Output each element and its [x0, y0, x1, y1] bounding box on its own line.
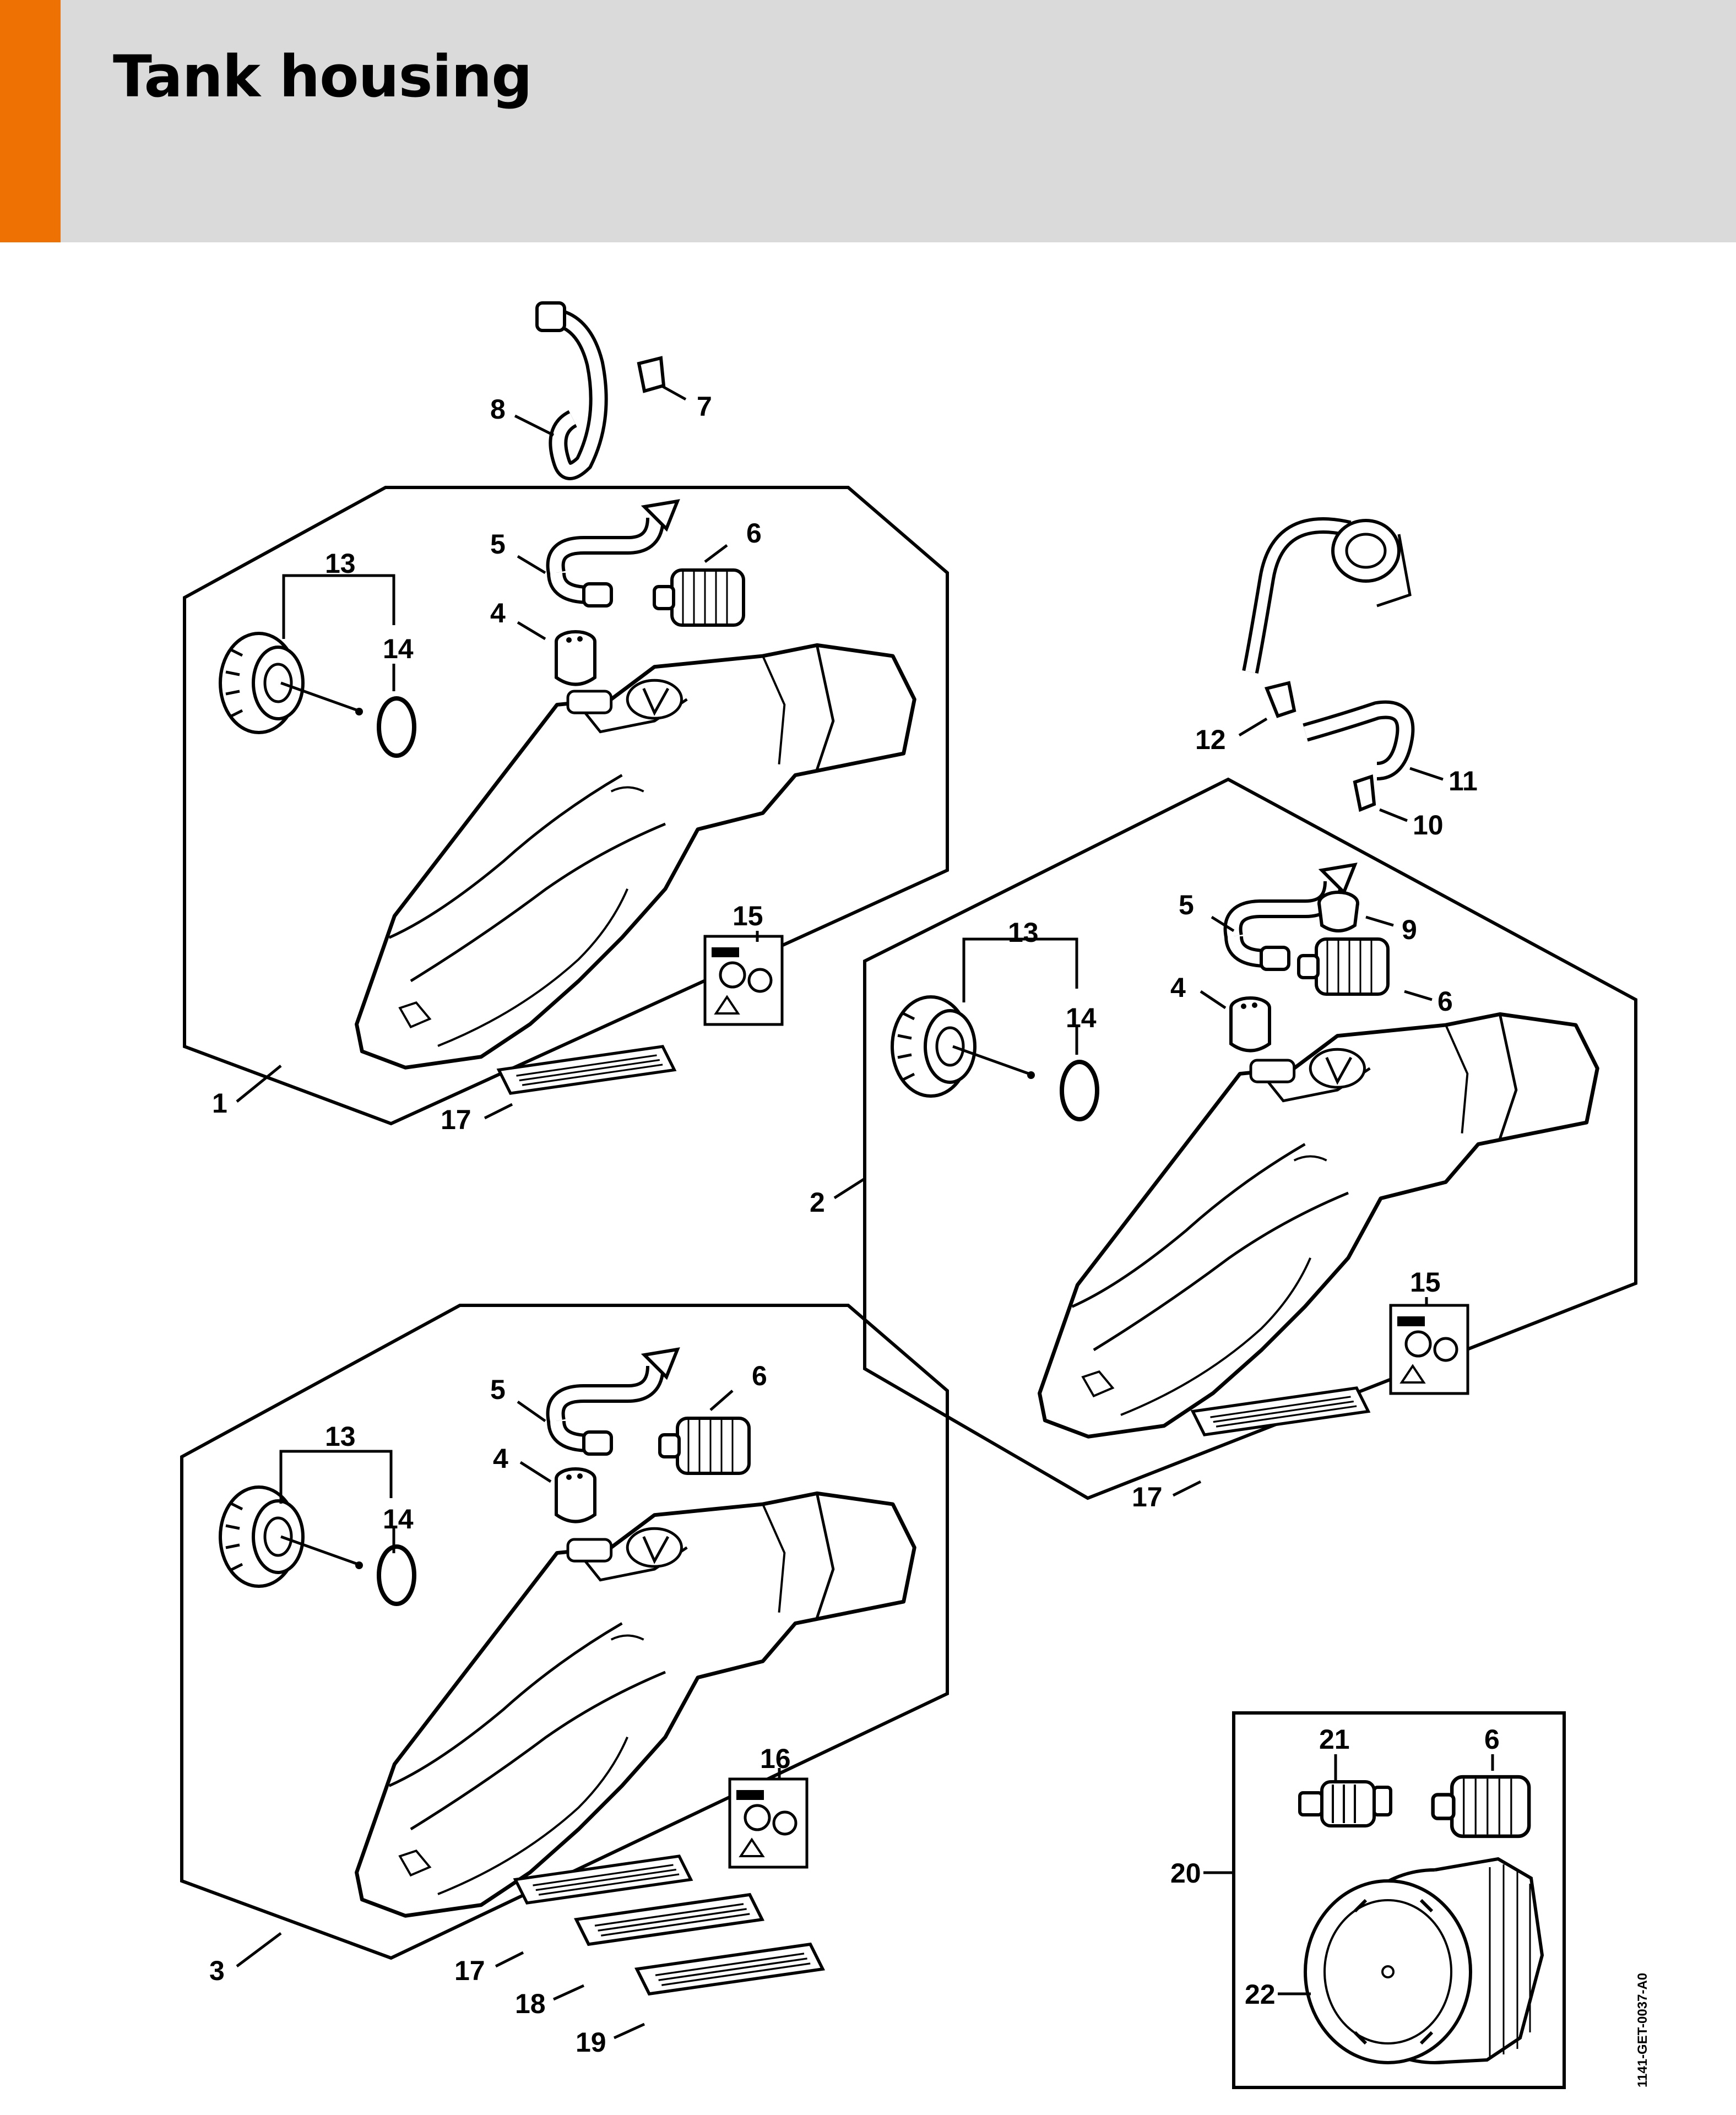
- fitting-21: [1298, 1780, 1392, 1827]
- callout-13: 13: [1008, 917, 1039, 948]
- tank-housing-1-drawing: [357, 645, 915, 1067]
- fuel-filter-2: [1299, 939, 1388, 994]
- filter-kit-box: 20 21 6 22: [1170, 1711, 1566, 2089]
- callout-6: 6: [1484, 1724, 1500, 1755]
- air-filter-22: [1304, 1857, 1544, 2064]
- callout-5: 5: [490, 1374, 506, 1405]
- tank-housing-3-drawing: [357, 1493, 915, 1916]
- callout-14: 14: [383, 1504, 414, 1534]
- callout-11: 11: [1449, 766, 1478, 796]
- tank-cap-2: [892, 997, 1035, 1096]
- callout-6: 6: [752, 1360, 767, 1391]
- fuel-filter-kit: [1433, 1777, 1529, 1836]
- o-ring-1: [379, 698, 414, 756]
- fuel-filter-1: [654, 570, 744, 625]
- vent-valve-1: [556, 632, 595, 685]
- callout-4: 4: [493, 1443, 508, 1474]
- callout-14: 14: [383, 633, 414, 664]
- warning-label-2: [1391, 1305, 1468, 1393]
- callout-18: 18: [515, 1988, 546, 2019]
- callout-10: 10: [1413, 810, 1444, 840]
- vent-valve-3: [556, 1469, 595, 1522]
- callout-3: 3: [209, 1955, 225, 1986]
- o-ring-2: [1062, 1062, 1097, 1119]
- header-accent-bar: [0, 0, 61, 242]
- callout-17: 17: [1132, 1482, 1163, 1512]
- warning-label-3: [730, 1779, 807, 1867]
- o-ring-3: [379, 1547, 414, 1604]
- callout-2: 2: [810, 1187, 825, 1218]
- callout-20: 20: [1170, 1858, 1201, 1889]
- tank-housing-group-3: 13 14 5 6 4 16 17 18 19 3: [180, 1304, 949, 2058]
- callout-4: 4: [1170, 972, 1186, 1003]
- fuel-line-assembly-right: 12 11 10: [1195, 517, 1478, 840]
- plug-9: [1317, 891, 1359, 932]
- callout-22: 22: [1245, 1979, 1276, 2010]
- decal-strip-2: [1193, 1388, 1369, 1435]
- callout-14: 14: [1066, 1002, 1097, 1033]
- callout-16: 16: [760, 1743, 791, 1774]
- decal-strip-19: [637, 1944, 823, 1994]
- page-title: Tank housing: [113, 43, 533, 110]
- callout-4: 4: [490, 598, 506, 628]
- callout-9: 9: [1402, 914, 1417, 945]
- callout-8: 8: [490, 394, 506, 425]
- vent-valve-2: [1231, 998, 1270, 1051]
- callout-19: 19: [576, 2027, 606, 2058]
- callout-1: 1: [212, 1088, 227, 1119]
- tank-housing-2-drawing: [1040, 1014, 1598, 1436]
- warning-label-1: [705, 936, 782, 1024]
- callout-12: 12: [1195, 724, 1226, 755]
- drawing-code: 1141-GET-0037-A0: [1635, 1973, 1650, 2087]
- callout-13: 13: [325, 1421, 356, 1452]
- fuel-line-assembly-top: 8 7: [490, 301, 712, 480]
- tank-cap-3: [220, 1487, 363, 1586]
- callout-6: 6: [1437, 986, 1453, 1017]
- callout-6: 6: [746, 518, 762, 549]
- page-header: [0, 0, 1736, 242]
- callout-5: 5: [1179, 890, 1194, 920]
- tank-housing-group-1: 13 14 5 6 4 15 17 1: [183, 486, 949, 1135]
- callout-17: 17: [441, 1104, 471, 1135]
- callout-7: 7: [697, 391, 712, 422]
- callout-17: 17: [454, 1955, 485, 1986]
- tank-housing-group-2: 13 14 5 9 6 4 15 17 2: [810, 777, 1637, 1512]
- callout-21: 21: [1319, 1724, 1350, 1755]
- decal-strip-1: [499, 1046, 675, 1093]
- tank-cap-1: [220, 633, 363, 733]
- callout-15: 15: [733, 901, 763, 931]
- decal-strip-18: [576, 1895, 762, 1944]
- fuel-filter-3: [660, 1418, 749, 1473]
- callout-5: 5: [490, 529, 506, 560]
- callout-13: 13: [325, 548, 356, 579]
- callout-15: 15: [1410, 1267, 1441, 1298]
